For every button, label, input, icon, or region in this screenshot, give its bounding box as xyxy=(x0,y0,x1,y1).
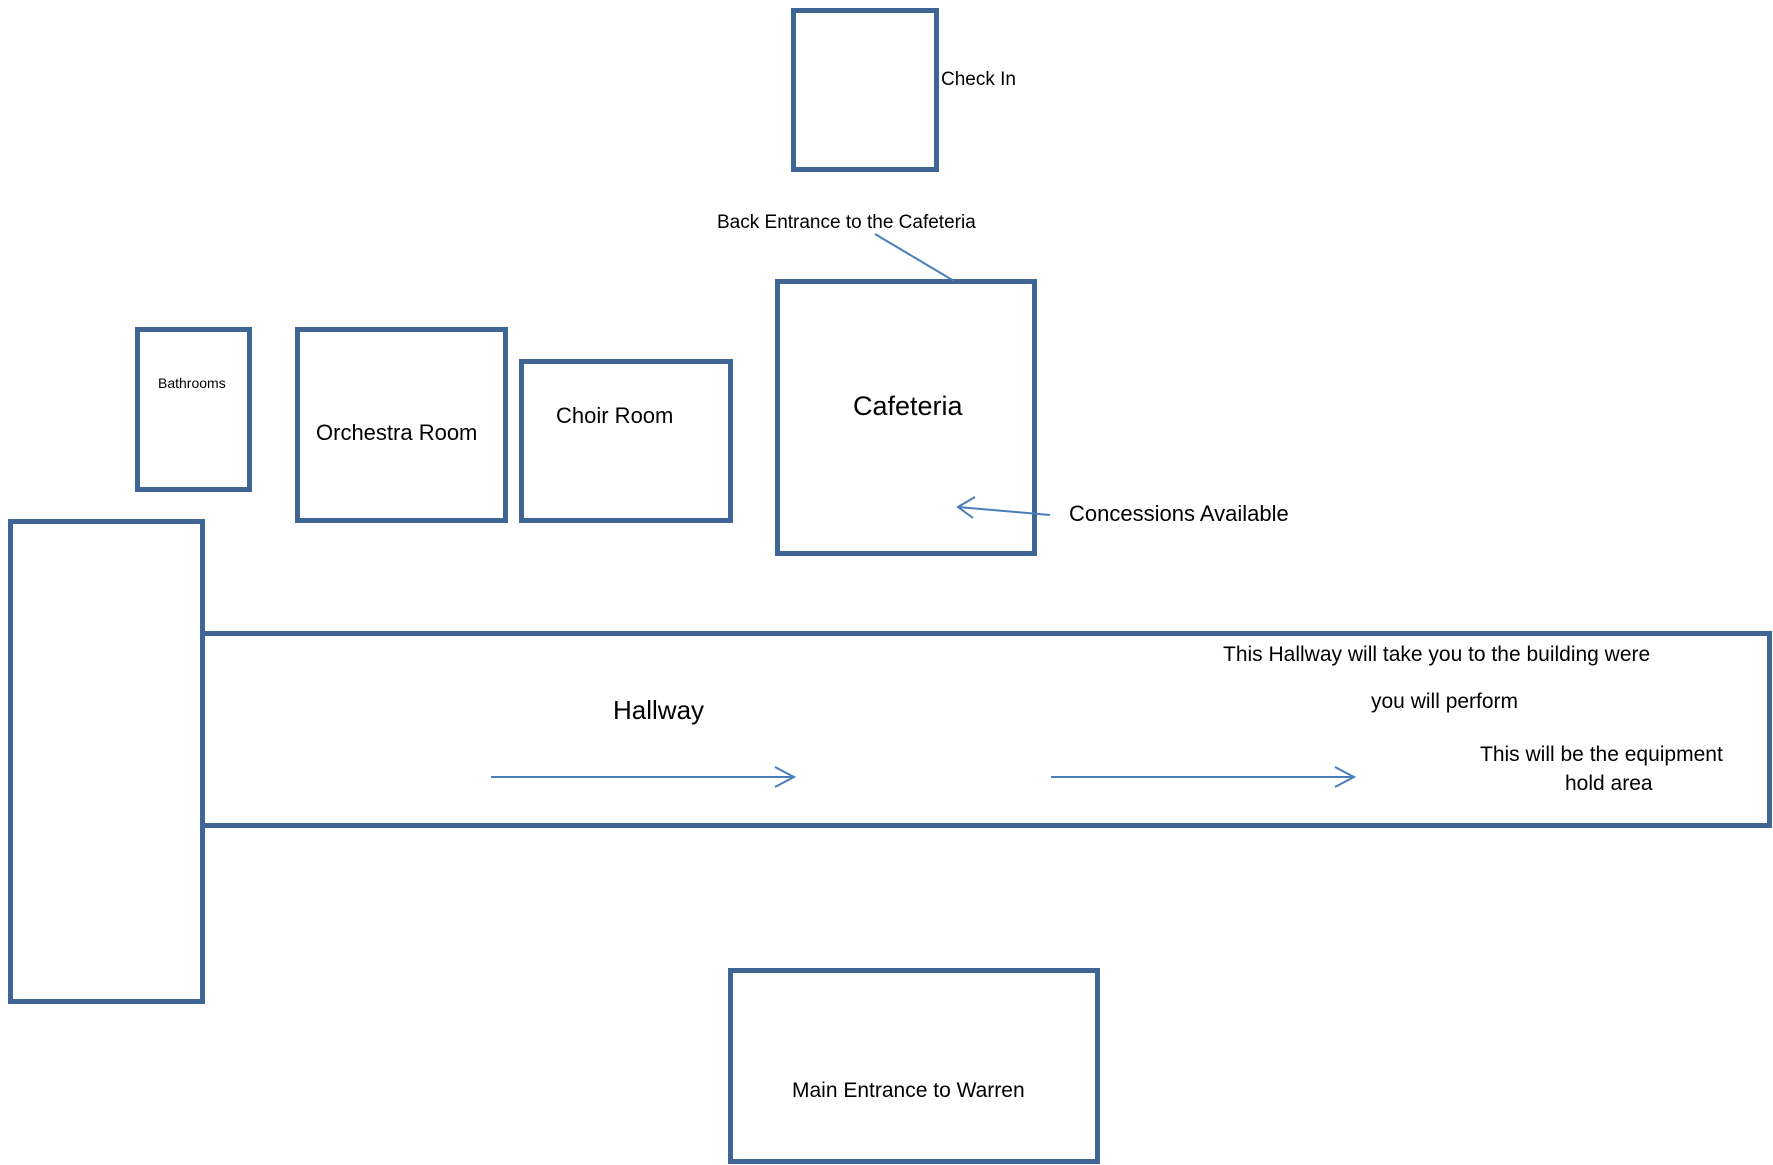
concessions-arrow xyxy=(956,496,1051,519)
bathrooms-box xyxy=(135,327,252,492)
equipment-line1: This will be the equipment xyxy=(1480,743,1723,766)
equipment-line2: hold area xyxy=(1565,772,1653,795)
main-entrance-label: Main Entrance to Warren xyxy=(792,1079,1025,1102)
cafeteria-label: Cafeteria xyxy=(853,391,963,421)
hallway-label: Hallway xyxy=(613,695,705,725)
orchestra-room-label: Orchestra Room xyxy=(316,420,478,445)
back-entrance-pointer-line xyxy=(874,233,955,282)
choir-room-box xyxy=(519,359,733,523)
hallway-note-line1: This Hallway will take you to the buildi… xyxy=(1223,643,1651,666)
check-in-box xyxy=(791,8,939,172)
check-in-label: Check In xyxy=(941,69,1016,90)
side-wing-box xyxy=(8,519,205,1004)
hallway-arrow-2 xyxy=(1051,766,1357,788)
hallway-arrow-1 xyxy=(491,766,797,788)
back-entrance-label: Back Entrance to the Cafeteria xyxy=(717,212,976,233)
orchestra-room-box xyxy=(295,327,508,523)
choir-room-label: Choir Room xyxy=(556,403,674,428)
main-entrance-box xyxy=(728,968,1100,1164)
hallway-note-line2: you will perform xyxy=(1371,690,1519,713)
concessions-label: Concessions Available xyxy=(1069,501,1289,526)
bathrooms-label: Bathrooms xyxy=(158,375,226,391)
